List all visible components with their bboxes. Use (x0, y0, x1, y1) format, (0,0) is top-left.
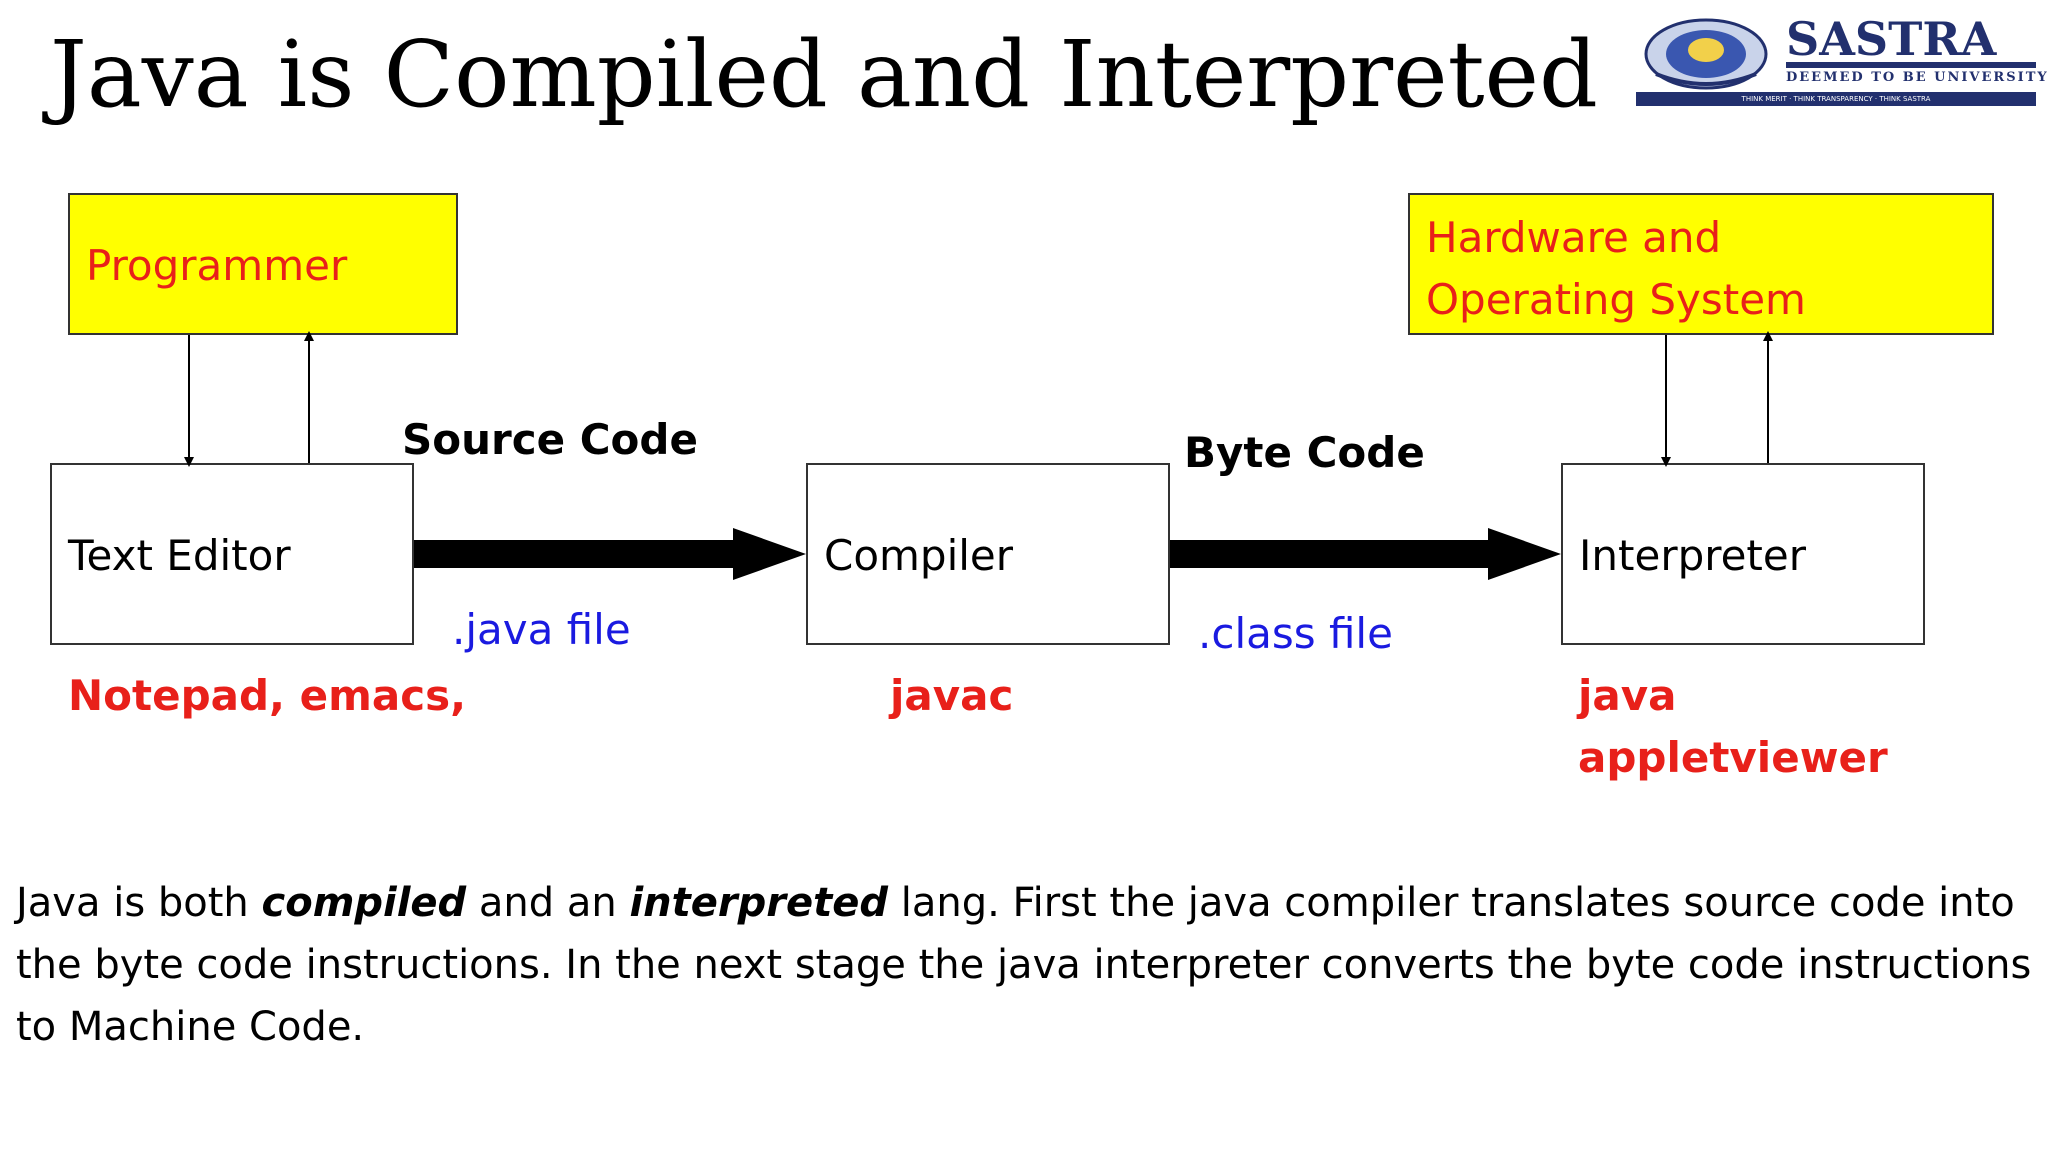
text-editor-box: Text Editor (50, 463, 414, 645)
java-label: java (1578, 671, 1677, 720)
hardware-label-line1: Hardware and (1426, 213, 1722, 262)
logo-name: SASTRA (1786, 12, 1997, 66)
programmer-label: Programmer (86, 241, 348, 290)
java-file-label: .java file (452, 605, 631, 654)
para-part2: and an (466, 880, 630, 926)
interpreter-box: Interpreter (1561, 463, 1925, 645)
class-file-label: .class file (1198, 609, 1393, 658)
slide-title: Java is Compiled and Interpreted (50, 21, 1598, 128)
logo-subtitle: DEEMED TO BE UNIVERSITY (1786, 70, 2048, 85)
para-compiled: compiled (261, 880, 467, 926)
byte-code-block-arrow (1170, 528, 1561, 580)
compiler-label: Compiler (824, 531, 1014, 580)
text-editor-label: Text Editor (68, 531, 291, 580)
logo-tagline: THINK MERIT · THINK TRANSPARENCY · THINK… (1636, 92, 2036, 106)
logo-divider (1786, 62, 2036, 68)
para-interpreted: interpreted (629, 880, 888, 926)
compiler-box: Compiler (806, 463, 1170, 645)
appletviewer-label: appletviewer (1578, 733, 1888, 782)
university-emblem-icon (1644, 18, 1768, 90)
byte-code-label: Byte Code (1184, 428, 1425, 477)
hardware-label-line2: Operating System (1426, 275, 1806, 324)
sastra-logo: SASTRA DEEMED TO BE UNIVERSITY THINK MER… (1636, 12, 2047, 110)
para-part1: Java is both (16, 880, 262, 926)
source-code-label: Source Code (402, 415, 698, 464)
programmer-box: Programmer (68, 193, 458, 335)
javac-label: javac (890, 671, 1014, 720)
editors-tools-label: Notepad, emacs, (68, 671, 467, 720)
interpreter-label: Interpreter (1579, 531, 1807, 580)
para-part3: lang. First the java compiler translates… (16, 880, 2032, 1050)
explanation-paragraph: Java is both compiled and an interpreted… (16, 872, 2036, 1058)
hardware-os-box: Hardware and Operating System (1408, 193, 1994, 335)
source-code-block-arrow (414, 528, 806, 580)
